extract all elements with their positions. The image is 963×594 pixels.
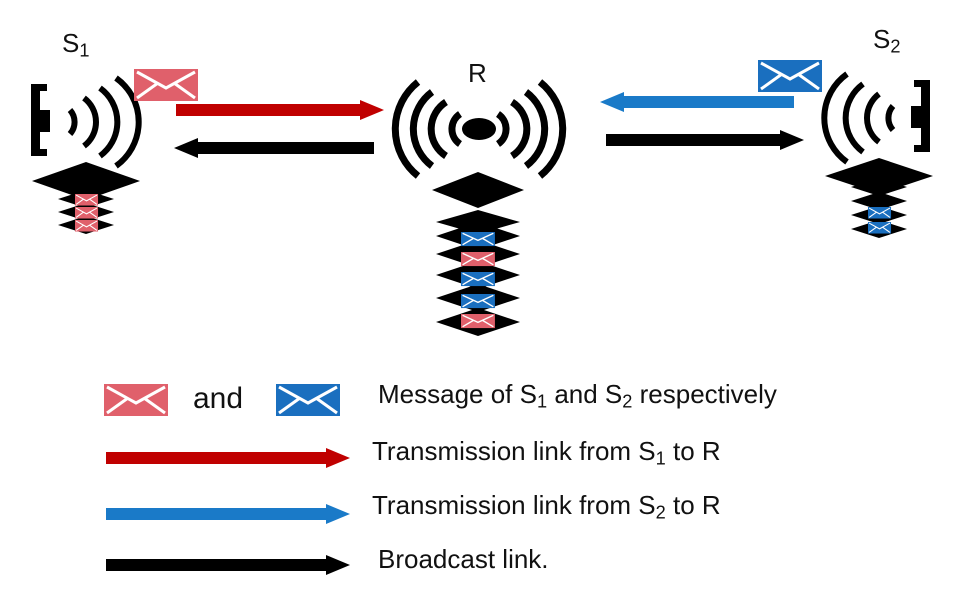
- broadcast-r-to-s2-arrow: [606, 130, 804, 150]
- legend-message-text: Message of S1 and S2 respectively: [378, 379, 777, 412]
- node-r-label: R: [468, 58, 487, 88]
- legend-broadcast-arrow: [106, 555, 350, 575]
- node-s1-label: S1: [62, 28, 90, 61]
- s1-radio-waves-icon: [67, 75, 142, 169]
- link-s1-to-r-arrow: [176, 100, 384, 120]
- link-s2-to-r-arrow: [600, 92, 794, 112]
- legend-s2-message-icon: [274, 382, 342, 418]
- r-buffer-stack: [432, 172, 524, 336]
- s1-message-icon: [132, 67, 200, 103]
- s2-buffer-stack: [825, 158, 933, 238]
- node-s2-label: S2: [873, 24, 901, 57]
- node-s2: [756, 58, 933, 238]
- legend-s1-link-arrow: [106, 448, 350, 468]
- node-r: [391, 79, 567, 336]
- legend-s1-message-icon: [102, 382, 170, 418]
- broadcast-r-to-s1-arrow: [174, 138, 374, 158]
- node-s1: [31, 67, 200, 234]
- legend-and-text: and: [193, 382, 244, 415]
- s2-radio-waves-icon: [821, 71, 896, 165]
- r-core-icon: [462, 118, 496, 140]
- s2-message-icon: [756, 58, 824, 94]
- legend-s2-link-arrow: [106, 504, 350, 524]
- legend-link-s1-text: Transmission link from S1 to R: [372, 436, 721, 469]
- s1-antenna-bracket: [31, 84, 50, 156]
- legend-link-s2-text: Transmission link from S2 to R: [372, 490, 721, 523]
- s1-buffer-stack: [32, 162, 140, 234]
- r-radio-waves-icon: [391, 79, 567, 179]
- legend: [102, 382, 350, 575]
- s2-antenna-bracket: [911, 80, 930, 152]
- legend-broadcast-text: Broadcast link.: [378, 544, 549, 574]
